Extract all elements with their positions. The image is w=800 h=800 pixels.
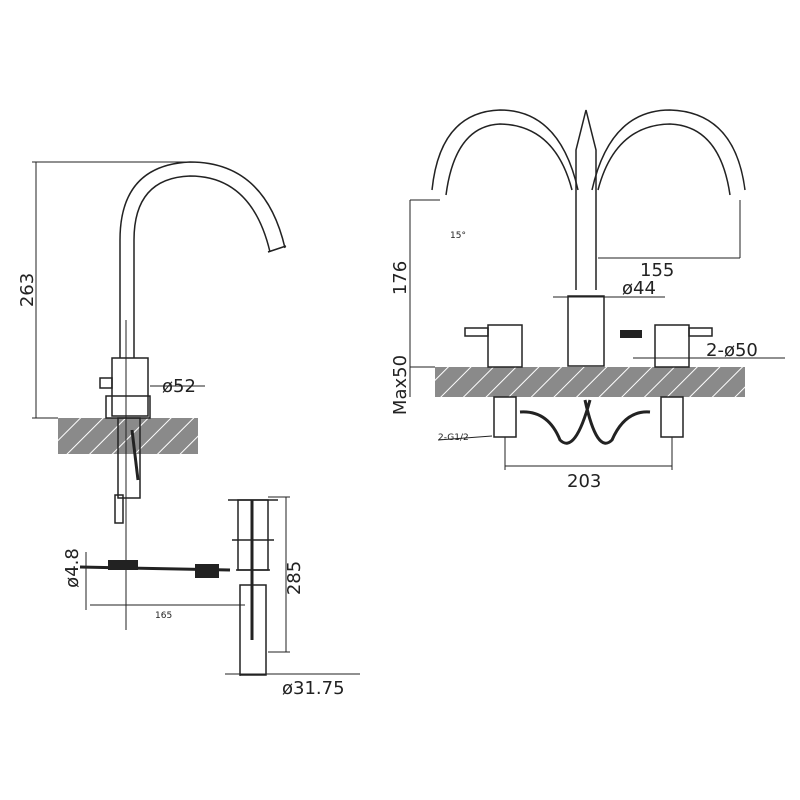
centers-label: 203 <box>567 471 601 492</box>
base-diameter-52-label: ø52 <box>162 376 196 397</box>
three-hole-faucet <box>409 109 785 470</box>
handle-base-label: 2-ø50 <box>706 340 758 361</box>
base-diameter-44-label: ø44 <box>622 278 656 299</box>
spout-angle-label: 15° <box>450 231 466 241</box>
height-263-label: 263 <box>17 273 38 307</box>
deck-section <box>435 367 745 397</box>
deck-section <box>58 418 198 454</box>
deck-thickness-label: Max50 <box>390 355 411 415</box>
inlet-thread-label: 2-G1/2 <box>438 433 469 443</box>
spout-reach-label: 155 <box>640 260 674 281</box>
rod-diameter-label: ø4.8 <box>62 548 83 588</box>
waste-diameter-label: ø31.75 <box>282 678 345 699</box>
single-hole-faucet <box>32 161 360 676</box>
spout-height-label: 176 <box>390 261 411 295</box>
rod-length-label: 165 <box>155 611 172 621</box>
waste-height-label: 285 <box>284 561 305 595</box>
